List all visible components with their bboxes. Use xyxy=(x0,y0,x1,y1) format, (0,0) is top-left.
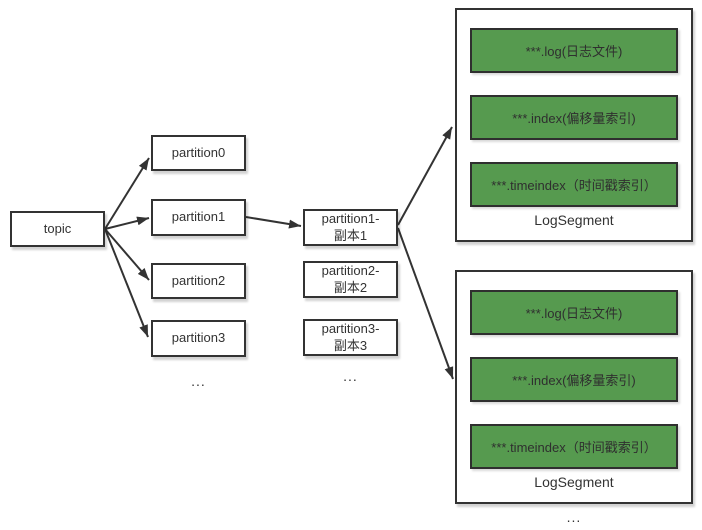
timeindex-file-box: ***.timeindex（时间戳索引） xyxy=(470,162,678,207)
arrow-topic-to-partition1 xyxy=(104,216,150,230)
arrow-replica1-to-logsegment-top xyxy=(397,126,453,226)
partition2-replica2-box: partition2- 副本2 xyxy=(303,261,398,298)
logsegment-label: LogSegment xyxy=(534,212,614,228)
topic-label: topic xyxy=(43,220,72,236)
log-file-label: ***.log(日志文件) xyxy=(525,306,623,321)
log-file-label: ***.log(日志文件) xyxy=(525,44,623,59)
replica1-label-line2: 副本1 xyxy=(333,227,368,243)
partition1-replica1-box: partition1- 副本1 xyxy=(303,209,398,246)
logsegment-label: LogSegment xyxy=(534,474,614,490)
replica1-label-line1: partition1- xyxy=(321,211,380,227)
timeindex-file-box: ***.timeindex（时间戳索引） xyxy=(470,424,678,469)
timeindex-file-label: ***.timeindex（时间戳索引） xyxy=(491,440,657,455)
segments-ellipsis: ... xyxy=(566,509,582,525)
topic-box: topic xyxy=(10,211,105,247)
log-file-box: ***.log(日志文件) xyxy=(470,28,678,73)
arrow-topic-to-partition3 xyxy=(104,228,149,338)
timeindex-file-label: ***.timeindex（时间戳索引） xyxy=(491,178,657,193)
replica2-label-line2: 副本2 xyxy=(333,279,368,295)
logsegment-container-top: ***.log(日志文件) ***.index(偏移量索引) ***.timei… xyxy=(455,8,693,242)
partition0-box: partition0 xyxy=(151,135,246,171)
partition2-box: partition2 xyxy=(151,263,246,299)
partition1-label: partition1 xyxy=(171,209,226,225)
index-file-box: ***.index(偏移量索引) xyxy=(470,357,678,402)
index-file-label: ***.index(偏移量索引) xyxy=(512,373,636,388)
partition1-box: partition1 xyxy=(151,199,246,236)
arrow-partition1-to-replica1 xyxy=(245,216,302,229)
index-file-label: ***.index(偏移量索引) xyxy=(512,111,636,126)
replica3-label-line1: partition3- xyxy=(321,321,380,337)
arrow-replica1-to-logsegment-bottom xyxy=(397,227,454,380)
partitions-ellipsis: ... xyxy=(191,373,206,389)
index-file-box: ***.index(偏移量索引) xyxy=(470,95,678,140)
replica3-label-line2: 副本3 xyxy=(333,337,368,353)
log-file-box: ***.log(日志文件) xyxy=(470,290,678,335)
partition3-replica3-box: partition3- 副本3 xyxy=(303,319,398,356)
replicas-ellipsis: ... xyxy=(343,368,358,384)
arrow-topic-to-partition2 xyxy=(104,228,150,281)
arrow-topic-to-partition0 xyxy=(104,157,150,230)
partition3-box: partition3 xyxy=(151,320,246,357)
partition2-label: partition2 xyxy=(171,272,226,288)
logsegment-container-bottom: ***.log(日志文件) ***.index(偏移量索引) ***.timei… xyxy=(455,270,693,504)
partition3-label: partition3 xyxy=(171,330,226,346)
partition0-label: partition0 xyxy=(171,144,226,160)
replica2-label-line1: partition2- xyxy=(321,263,380,279)
